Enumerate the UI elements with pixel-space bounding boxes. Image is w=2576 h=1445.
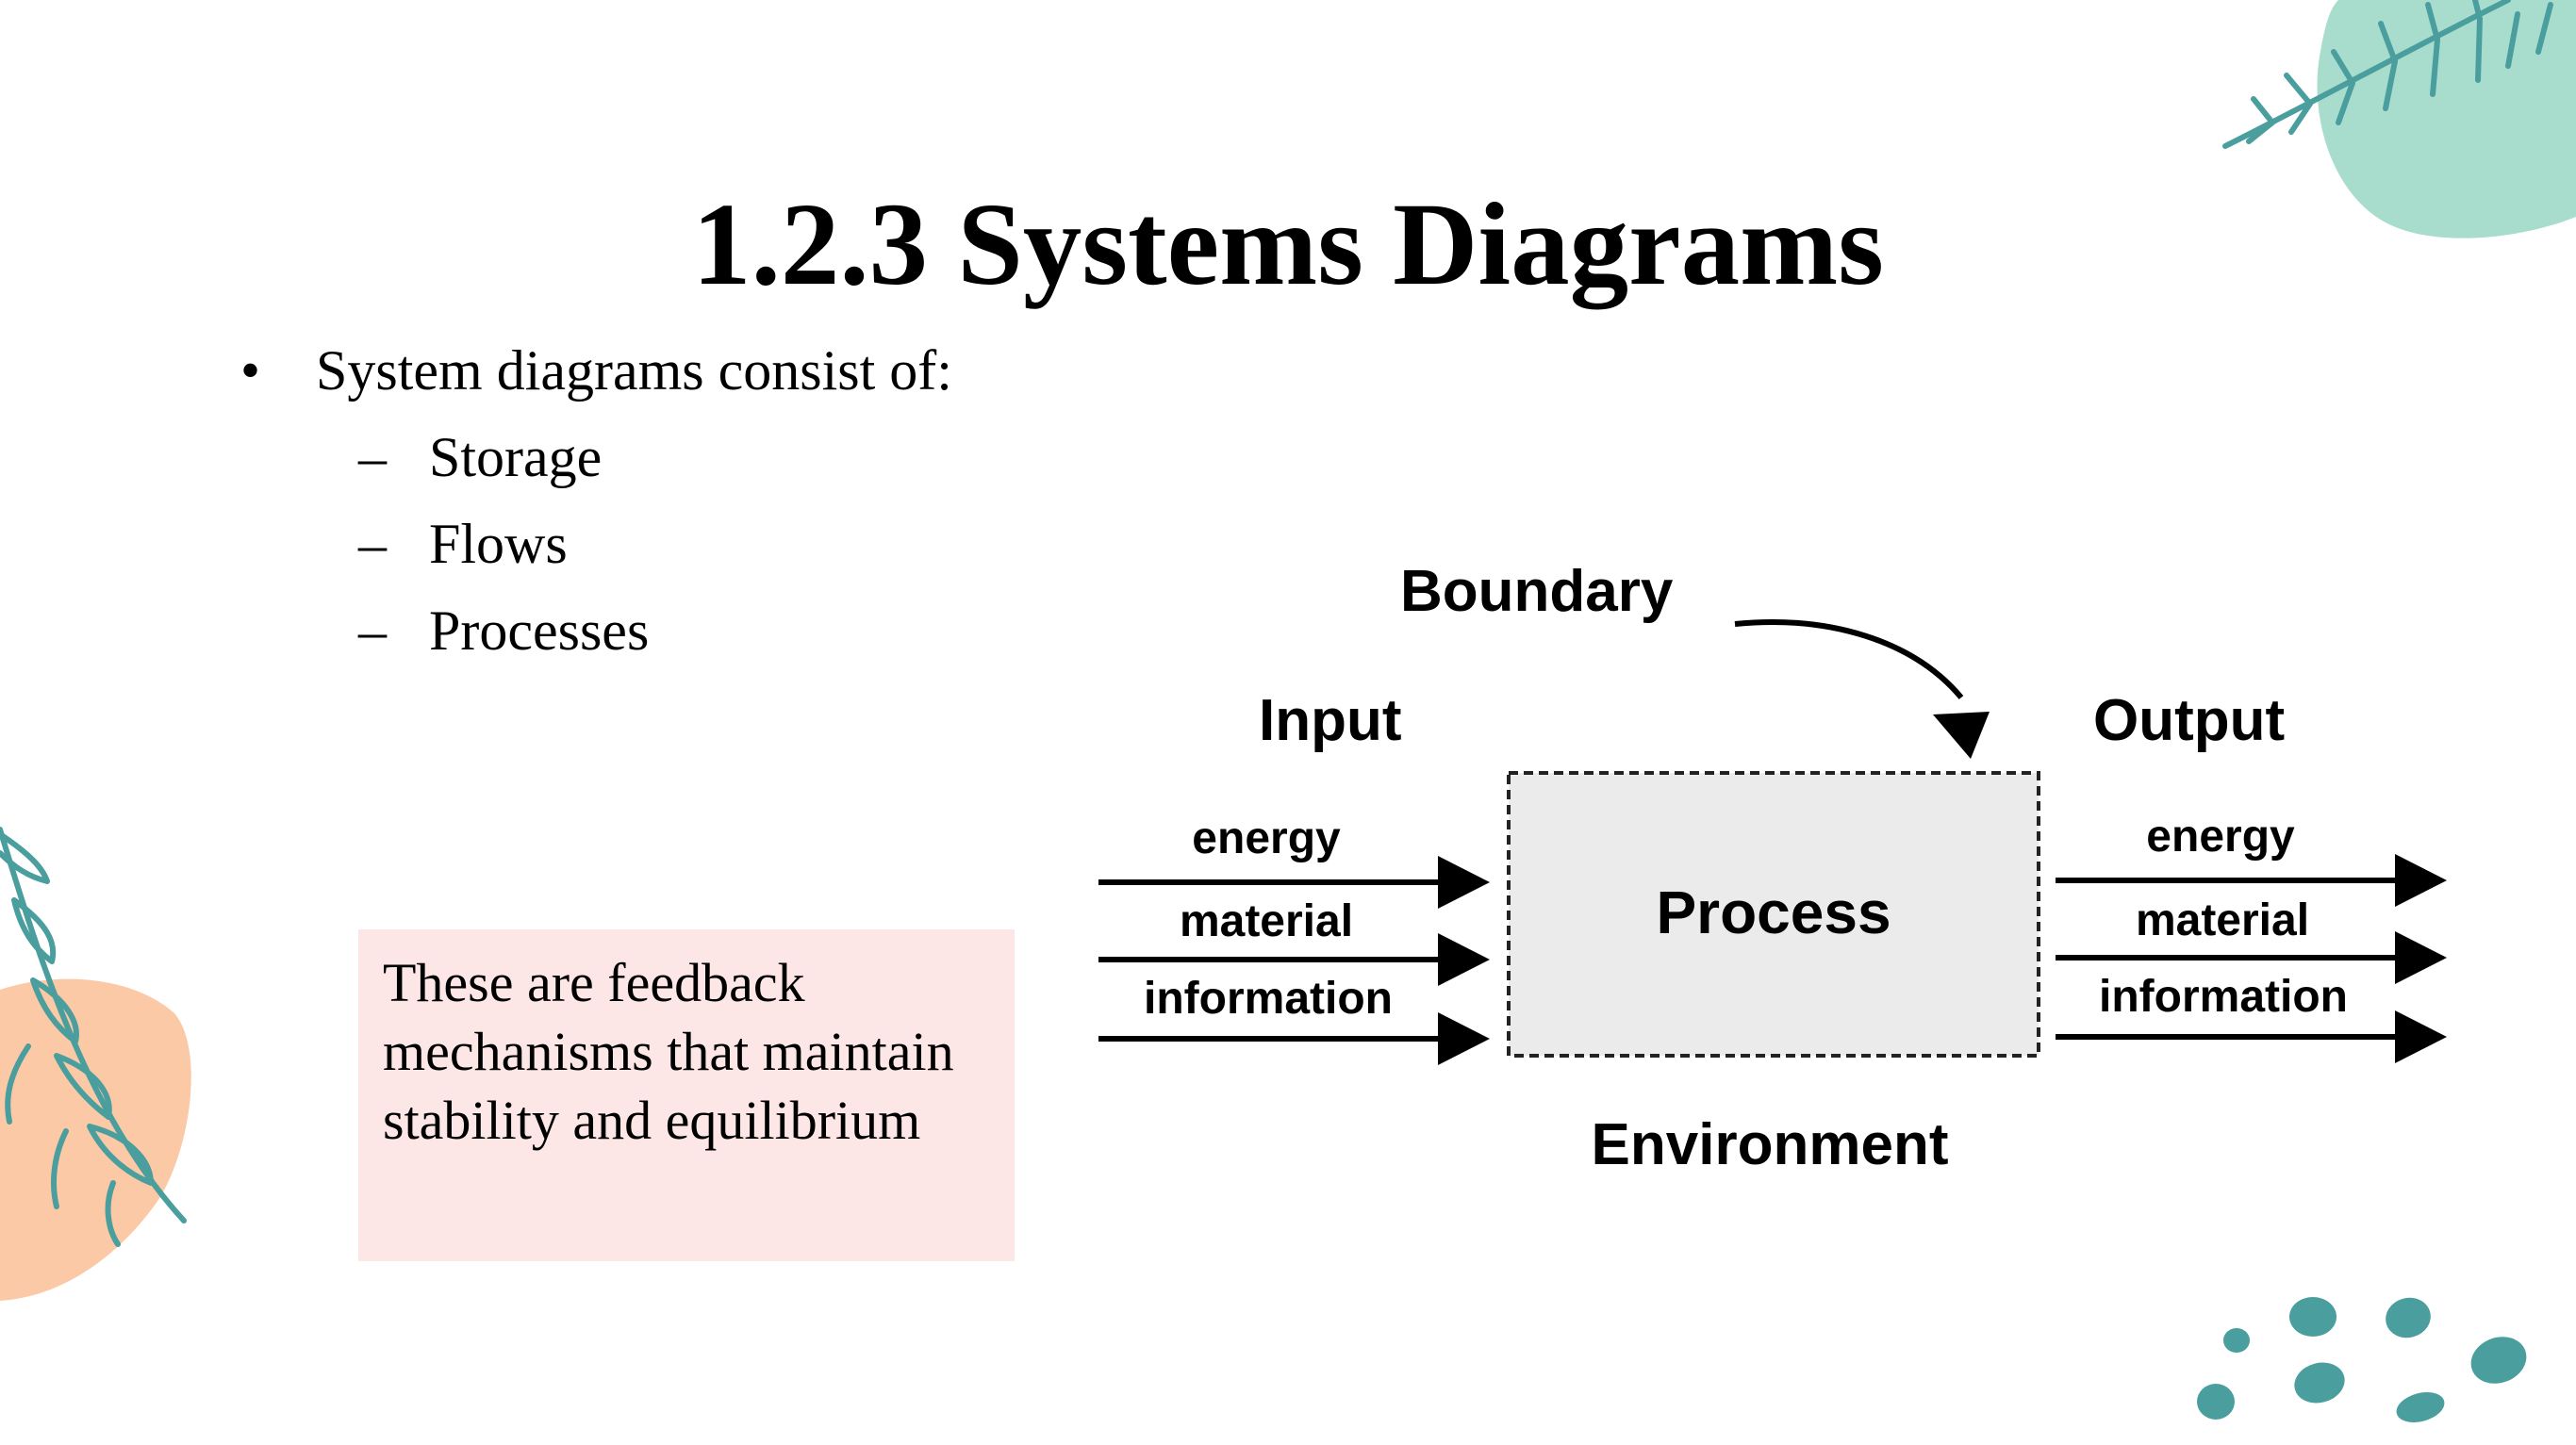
output-flow-label-material: material [2136,895,2309,945]
sub-mark: – [358,513,387,575]
process-label: Process [1656,878,1891,946]
note-line: These are feedback [383,952,805,1013]
output-arrowhead [2395,1010,2447,1063]
output-flow-label-information: information [2099,972,2348,1022]
sub-mark: – [358,599,387,662]
sub-text: Storage [429,426,603,488]
sub-mark: – [358,426,387,488]
input-flow-label-material: material [1180,896,1353,946]
input-arrowhead [1438,856,1490,909]
left-decoration [0,827,191,1301]
output-label: Output [2093,688,2285,753]
boundary-arrow [1734,619,1964,699]
note-line: mechanisms that maintain [383,1021,954,1082]
note-line: stability and equilibrium [383,1090,921,1151]
output-flow-label-energy: energy [2146,812,2295,862]
input-arrowhead [1438,933,1490,986]
systems-diagram: Boundary Input Output Process energy mat… [1098,559,2447,1177]
boundary-arrowhead [1933,712,1990,759]
bullet-mark: • [240,339,261,402]
input-label: Input [1259,688,1402,753]
process-box [1507,771,2040,1058]
bullet-text: System diagrams consist of: [316,339,952,402]
input-flow-label-energy: energy [1192,813,1341,863]
slide-title: 1.2.3 Systems Diagrams [692,180,1884,310]
boundary-label: Boundary [1400,559,1674,624]
leaf-branch-icon [0,827,187,1247]
input-flow-label-information: information [1144,974,1393,1024]
sub-text: Processes [429,599,650,662]
top-right-decoration [2222,0,2576,238]
sub-text: Flows [429,513,568,575]
output-arrowhead [2395,931,2447,984]
output-arrowhead [2395,854,2447,907]
dots-pattern-icon [2197,1297,2527,1422]
input-arrowhead [1438,1012,1490,1065]
feedback-note-box: These are feedback mechanisms that maint… [358,929,1015,1261]
environment-label: Environment [1592,1112,1949,1177]
leaf-branch-icon [2222,0,2553,149]
